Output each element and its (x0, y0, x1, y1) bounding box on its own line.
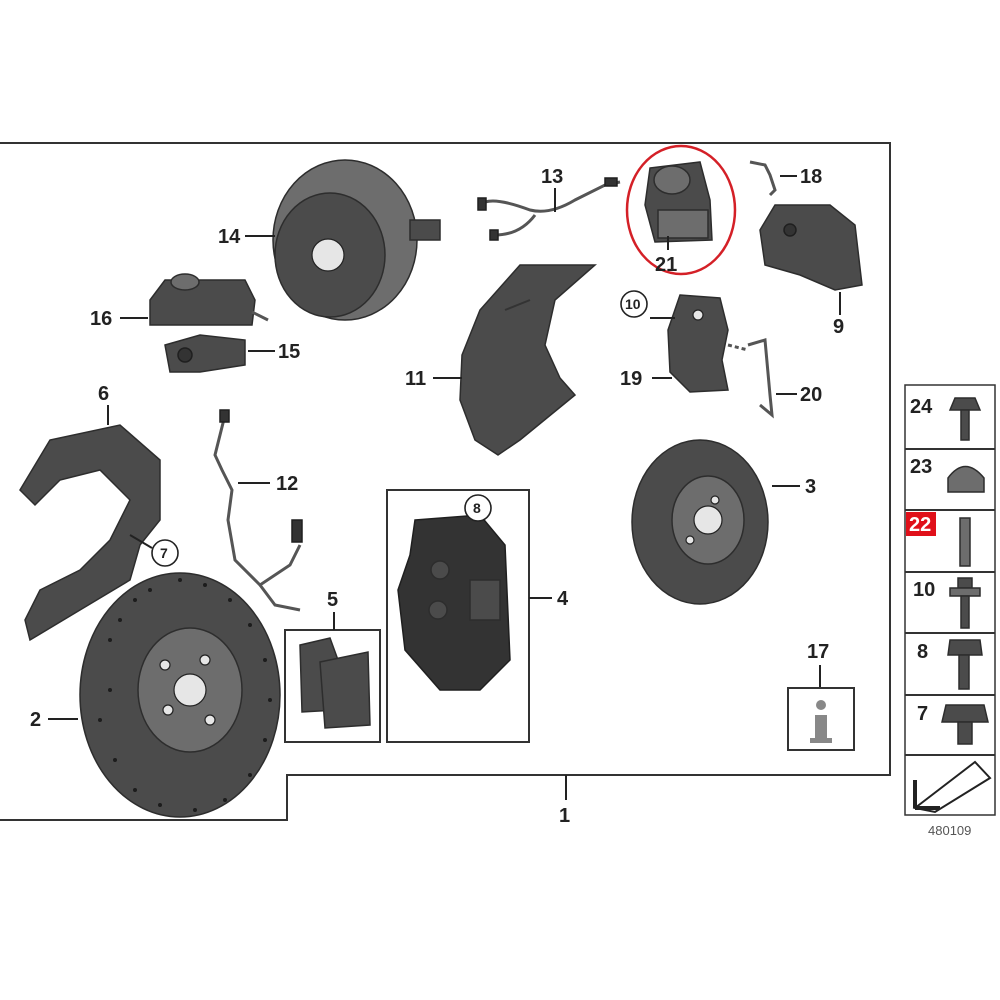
rear-brake-disc[interactable] (631, 439, 769, 605)
front-dust-shield[interactable] (19, 424, 161, 642)
callout-20: 20 (800, 384, 822, 406)
figure-number: 480109 (928, 823, 971, 838)
callout-18: 18 (800, 166, 822, 188)
callout-17: 17 (807, 641, 829, 663)
caliper-clip[interactable] (749, 160, 777, 197)
bolt-large-icon (941, 704, 989, 745)
rear-dust-shield[interactable] (459, 264, 597, 456)
legend-label-23: 23 (910, 456, 932, 478)
front-brake-disc[interactable] (79, 572, 281, 818)
brake-pads-box (284, 629, 381, 743)
front-caliper[interactable] (397, 514, 511, 691)
brake-pads[interactable] (299, 637, 371, 729)
legend-label-8: 8 (917, 641, 928, 663)
disc-drill-holes (98, 578, 272, 812)
info-icon[interactable] (787, 687, 855, 751)
callout-8-circle: 8 (464, 494, 492, 522)
callout-8: 8 (473, 500, 481, 516)
callout-7: 7 (160, 545, 168, 561)
legend-label-10: 10 (913, 579, 935, 601)
callout-16: 16 (90, 308, 112, 330)
callout-9: 9 (833, 316, 844, 338)
callout-2: 2 (30, 709, 41, 731)
rear-wear-sensor[interactable] (477, 177, 621, 241)
brake-booster[interactable] (272, 159, 441, 321)
caliper-carrier[interactable] (667, 294, 729, 393)
highlight-circle (625, 144, 737, 276)
master-cylinder[interactable] (164, 334, 246, 373)
arrow-icon (912, 760, 992, 814)
callout-1: 1 (559, 805, 570, 827)
fastener-legend: 24 23 22 10 8 7 (904, 384, 996, 816)
main-frame (0, 142, 891, 821)
callout-14: 14 (218, 226, 241, 248)
brake-fluid-reservoir[interactable] (149, 273, 269, 326)
callout-10-circle: 10 (620, 290, 648, 318)
callout-21: 21 (655, 254, 677, 276)
callout-4: 4 (557, 588, 569, 610)
callout-19: 19 (620, 368, 642, 390)
callout-5: 5 (327, 589, 338, 611)
legend-highlight-22 (906, 512, 936, 536)
callout-13: 13 (541, 166, 563, 188)
bolt-flange-icon (948, 397, 982, 441)
cap-icon (947, 465, 985, 493)
anti-rattle-clip[interactable] (727, 338, 774, 419)
legend-label-22: 22 (909, 514, 931, 536)
epb-actuator[interactable] (644, 161, 713, 243)
legend-label-24: 24 (910, 396, 933, 418)
front-caliper-box (386, 489, 530, 743)
legend-label-7: 7 (917, 703, 928, 725)
callout-11: 11 (405, 368, 426, 390)
guide-pin-icon (959, 517, 971, 567)
callout-3: 3 (805, 476, 816, 498)
callout-15: 15 (278, 341, 300, 363)
bolt-hex-icon (947, 639, 983, 690)
callout-12: 12 (276, 473, 298, 495)
callout-7-circle: 7 (151, 539, 179, 567)
callout-10: 10 (625, 296, 641, 312)
rear-caliper[interactable] (759, 204, 863, 291)
bolt-washer-icon (949, 577, 981, 629)
front-wear-sensor[interactable] (213, 409, 303, 612)
callout-6: 6 (98, 383, 109, 405)
